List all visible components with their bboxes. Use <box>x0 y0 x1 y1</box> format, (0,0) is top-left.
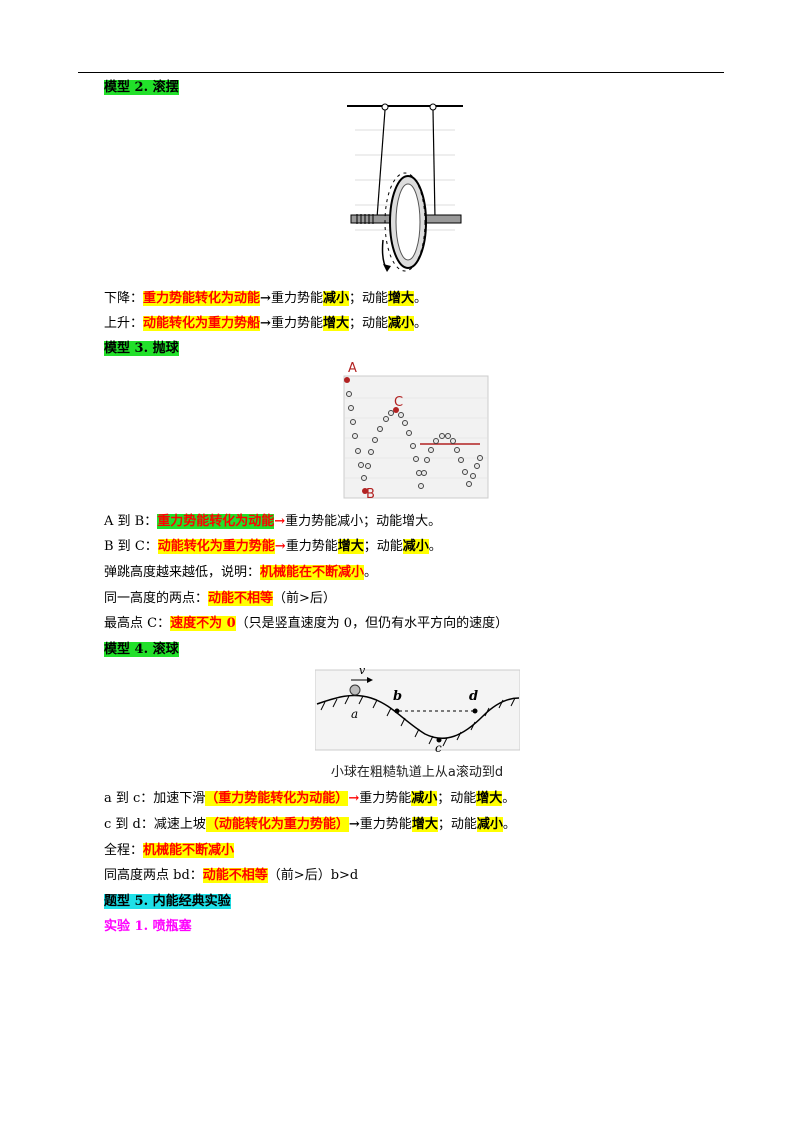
ball-bounce-drawing: A C B <box>343 361 489 502</box>
ball-bounce-figure: A C B <box>338 358 490 507</box>
model2-heading: 模型 2. 滚摆 <box>104 80 179 95</box>
maxwell-wheel-drawing <box>347 103 463 272</box>
label-v: v <box>359 664 366 677</box>
model2-up-line: 上升：动能转化为重力势船→重力势能增大；动能减小。 <box>104 316 428 331</box>
maxwell-wheel-figure <box>345 100 465 279</box>
rolling-ball-figure: v a b d c 小球在粗糙轨道上从a滚动到d <box>314 662 521 786</box>
topic5-heading: 题型 5. 内能经典实验 <box>104 894 231 909</box>
model3-a-to-b-line: A 到 B：重力势能转化为动能→重力势能减小；动能增大。 <box>104 514 442 529</box>
model4-same-bd-line: 同高度两点 bd：动能不相等（前>后）b>d <box>104 868 359 883</box>
label-b: b <box>393 689 402 704</box>
rolling-ball-drawing: v a b d c 小球在粗糙轨道上从a滚动到d <box>314 664 521 780</box>
label-d: d <box>469 689 478 704</box>
model3-same-height-line: 同一高度的两点：动能不相等（前>后） <box>104 591 336 606</box>
label-a: a <box>351 707 358 721</box>
label-c: c <box>435 741 442 755</box>
topic5-experiment1: 实验 1. 喷瓶塞 <box>104 919 192 934</box>
label-b: B <box>366 487 375 502</box>
label-a: A <box>348 361 357 376</box>
model4-a-to-c-line: a 到 c：加速下滑（重力势能转化为动能）→重力势能减小；动能增大。 <box>104 791 516 806</box>
model4-whole-line: 全程：机械能不断减小 <box>104 843 235 858</box>
model4-c-to-d-line: c 到 d：减速上坡（动能转化为重力势能）→重力势能增大；动能减小。 <box>104 817 516 832</box>
label-c: C <box>394 395 403 410</box>
model3-b-to-c-line: B 到 C：动能转化为重力势能→重力势能增大；动能减小。 <box>104 539 442 554</box>
header-rule <box>78 72 724 73</box>
figure-caption: 小球在粗糙轨道上从a滚动到d <box>331 764 503 780</box>
model4-heading: 模型 4. 滚球 <box>104 642 179 657</box>
model2-down-line: 下降：重力势能转化为动能→重力势能减小；动能增大。 <box>104 291 428 306</box>
model3-bounce-line: 弹跳高度越来越低，说明：机械能在不断减小。 <box>104 565 378 580</box>
model3-highest-line: 最高点 C：速度不为 0（只是竖直速度为 0，但仍有水平方向的速度） <box>104 616 509 631</box>
model3-heading: 模型 3. 抛球 <box>104 341 179 356</box>
